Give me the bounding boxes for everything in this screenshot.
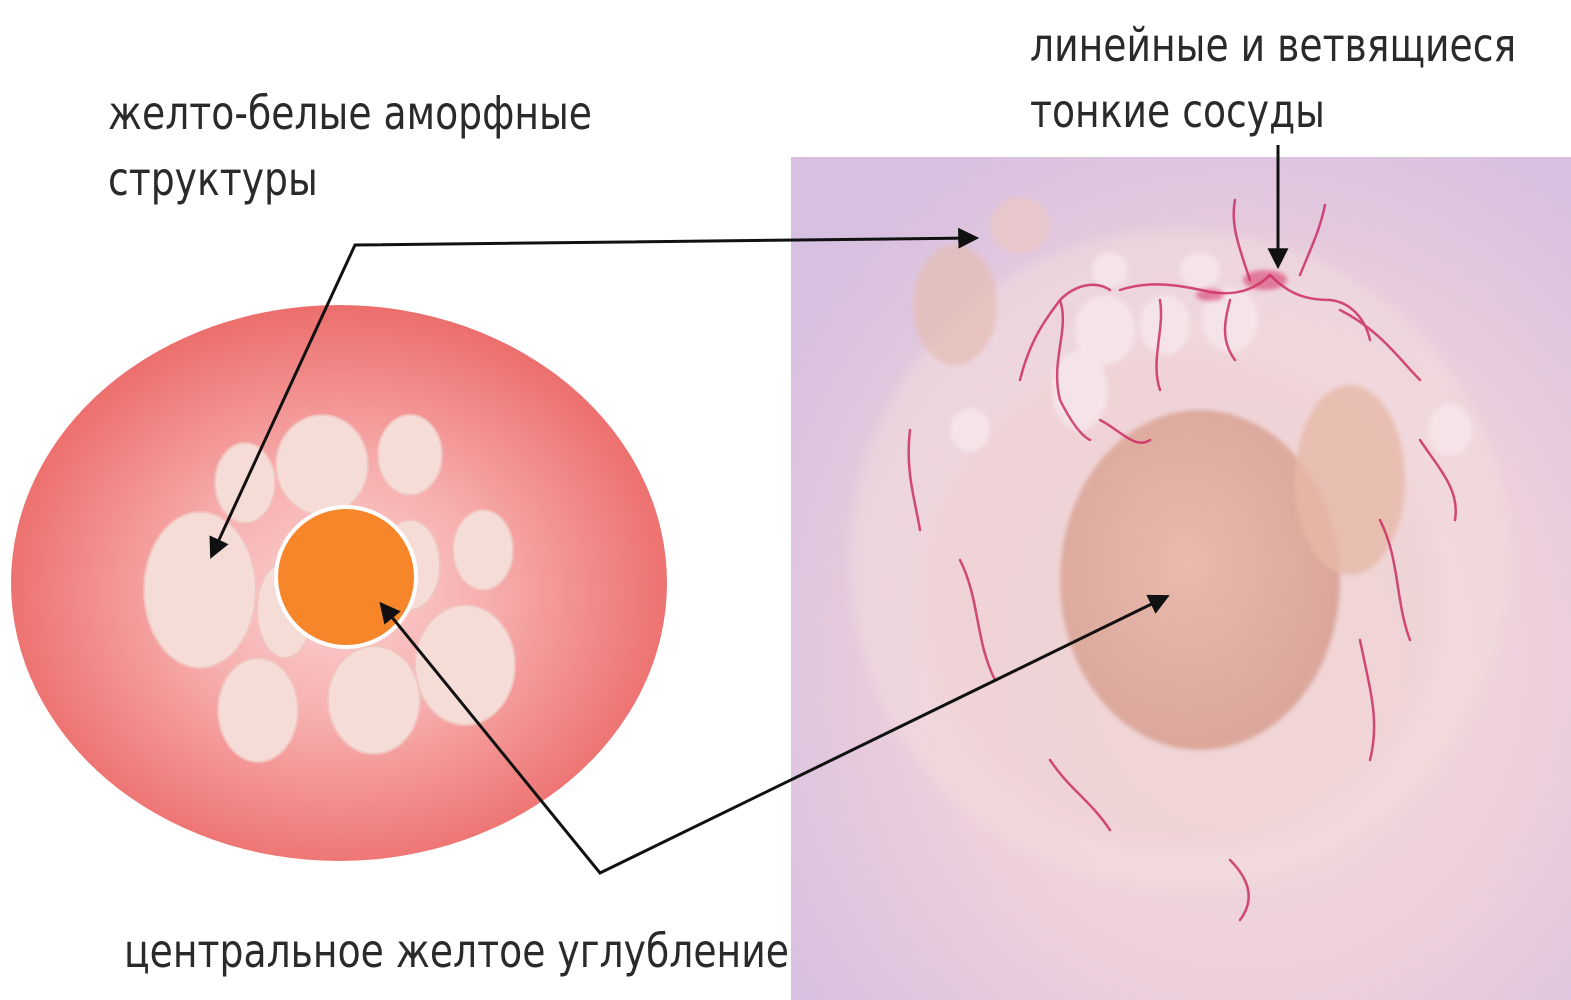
label-line: желто-белые аморфные [108, 80, 592, 146]
label-line: центральное желтое углубление [124, 918, 789, 984]
globule [453, 510, 513, 590]
globule [378, 415, 442, 495]
globule [144, 512, 256, 668]
globule [218, 658, 298, 762]
central-yellow-pit [276, 507, 416, 647]
dermoscopy-photo [791, 157, 1571, 1000]
globule [276, 415, 368, 515]
label-linear-branching-vessels: линейные и ветвящиеся тонкие сосуды [1030, 12, 1516, 144]
label-central-yellow-pit: центральное желтое углубление [124, 918, 789, 984]
label-line: тонкие сосуды [1030, 78, 1516, 144]
schematic-lesion [11, 305, 667, 861]
label-line: структуры [108, 146, 592, 212]
label-line: линейные и ветвящиеся [1030, 12, 1516, 78]
label-yellow-white-amorphous-structures: желто-белые аморфные структуры [108, 80, 592, 212]
globule [328, 646, 420, 754]
